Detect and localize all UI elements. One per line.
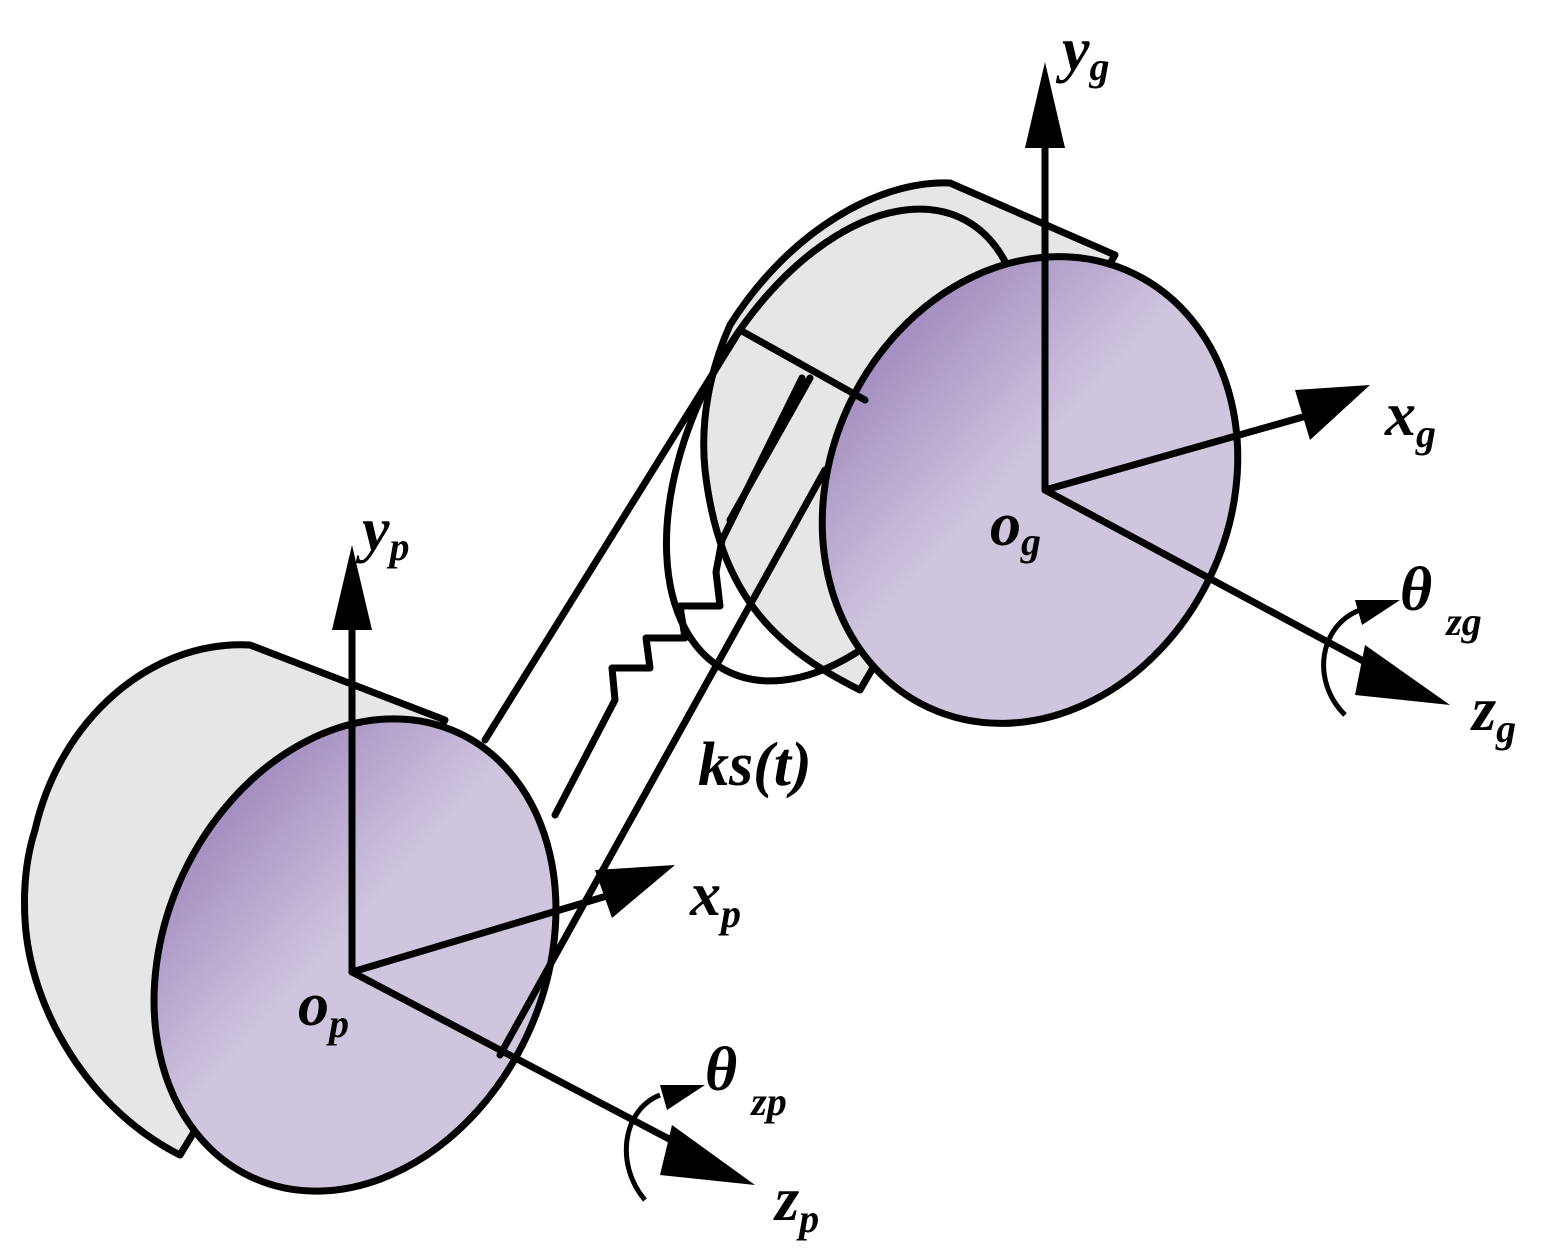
o-p-label: op [298,971,349,1046]
z-p-label: zp [773,1166,819,1241]
y-g-arrow-icon [1025,62,1065,148]
x-p-axis [348,891,614,976]
x-g-axis [1041,411,1314,494]
mesh-line-right [496,466,829,1059]
z-g-arrow-icon [1355,645,1450,705]
mesh-line-left [481,326,744,744]
x-p-arrow-icon [595,865,675,918]
x-g-arrow-icon [1295,385,1370,440]
axes-p [332,545,755,1202]
y-g-label: yg [1055,16,1110,89]
mesh-spring-right-rail [726,374,814,524]
mesh-connection [481,326,869,1059]
z-g-label: zg [1470,676,1516,751]
theta-zg-rotation-icon [1321,607,1361,717]
theta-zg-arrow-icon [1355,600,1400,625]
y-p-label: yp [355,496,410,569]
gear-g [662,179,1242,727]
theta-zp-rotation-icon [623,1092,662,1202]
z-g-axis [1041,486,1384,674]
gear-p [21,641,560,1195]
o-g-label: og [990,491,1041,564]
mesh-spring [551,374,806,819]
x-g-label: xg [1384,381,1436,456]
mesh-line-top-bar [736,326,869,404]
gear-g-face [818,253,1242,727]
theta-zp-arrow-icon [660,1085,705,1110]
z-p-arrow-icon [660,1125,755,1185]
mesh-stiffness-label: ks(t) [698,731,812,799]
y-p-arrow-icon [332,545,372,630]
axes-g [1025,62,1450,717]
x-p-label: xp [689,861,741,936]
